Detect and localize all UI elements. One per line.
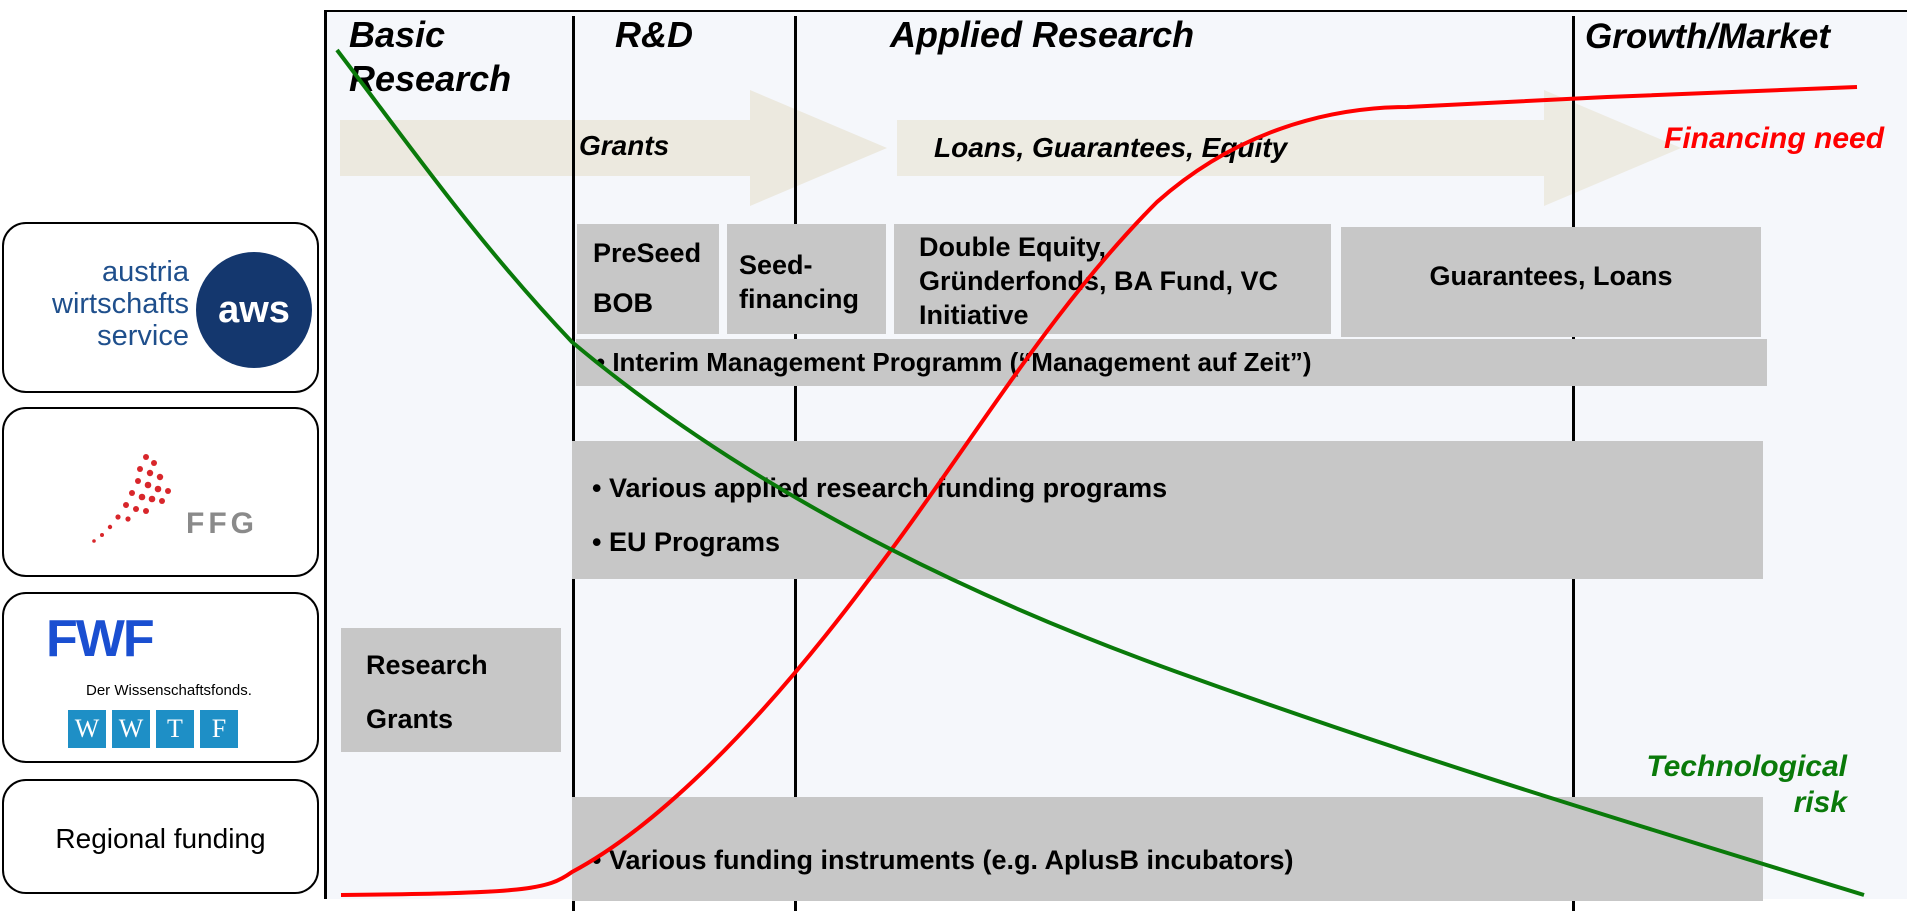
- funding-instruments-box: • Various funding instruments (e.g. Aplu…: [572, 797, 1763, 901]
- seed-financing-box: Seed- financing: [727, 224, 886, 334]
- technological-risk-label: Technological risk: [1627, 749, 1847, 821]
- double-equity-line1: Double Equity,: [919, 232, 1106, 262]
- risk-label-line2: risk: [1793, 786, 1847, 819]
- preseed-line1: PreSeed: [593, 238, 702, 268]
- research-grants-line1: Research: [366, 650, 488, 680]
- phase-growth-market: Growth/Market: [1585, 17, 1831, 56]
- applied-programs-line1: • Various applied research funding progr…: [592, 473, 1168, 503]
- applied-programs-box: • Various applied research funding progr…: [572, 441, 1763, 579]
- regional-funding-label: Regional funding: [55, 823, 266, 854]
- preseed-box: PreSeed BOB: [577, 224, 719, 334]
- fwf-subtitle: Der Wissenschaftsfonds.: [86, 682, 252, 699]
- phase-basic-line1: Basic: [349, 14, 446, 55]
- stage-arrows: [340, 90, 1681, 206]
- phase-applied-research: Applied Research: [890, 14, 1195, 55]
- phase-rd: R&D: [615, 14, 693, 55]
- aws-wordmark: austria wirtschafts service: [52, 256, 189, 352]
- loans-arrow: [897, 90, 1681, 206]
- financing-need-curve: [340, 85, 1858, 897]
- seed-line2: financing: [739, 284, 859, 314]
- aws-word-1: austria: [101, 256, 189, 288]
- grants-arrow-label: Grants: [579, 130, 670, 161]
- preseed-line2: BOB: [593, 288, 653, 318]
- wwtf-letter-3: T: [156, 710, 194, 748]
- double-equity-line2: Gründerfonds, BA Fund, VC: [919, 266, 1278, 296]
- wwtf-letter-2: W: [112, 710, 150, 748]
- aws-word-3: service: [97, 320, 189, 352]
- applied-programs-line2: • EU Programs: [592, 527, 781, 557]
- fwf-wwtf-org-card: FWF Der Wissenschaftsfonds. W W T F: [2, 592, 319, 763]
- funding-instruments-text: • Various funding instruments (e.g. Aplu…: [592, 845, 1294, 875]
- diagram-area: Basic Research R&D Applied Research Grow…: [324, 10, 1907, 911]
- aws-badge-text: aws: [218, 289, 290, 331]
- financing-need-label: Financing need: [1664, 122, 1885, 155]
- regional-org-card: Regional funding: [2, 779, 319, 894]
- guarantees-loans-text: Guarantees, Loans: [1429, 261, 1673, 291]
- aws-logo-badge: aws: [196, 252, 312, 368]
- ffg-logo-icon: [92, 454, 171, 543]
- ffg-wordmark: FFG: [186, 507, 258, 540]
- wwtf-letter-4: F: [200, 710, 238, 748]
- interim-management-text: • Interim Management Programm (“Manageme…: [596, 347, 1312, 377]
- wwtf-logo: W W T F: [68, 710, 238, 748]
- risk-label-line1: Technological: [1646, 750, 1847, 783]
- ffg-org-card: FFG: [2, 407, 319, 577]
- grants-arrow: [340, 90, 887, 206]
- research-grants-box: Research Grants: [341, 628, 561, 752]
- wwtf-letter-1: W: [68, 710, 106, 748]
- curves-overlay: [335, 48, 1865, 897]
- fwf-logo: FWF: [46, 610, 155, 668]
- fwf-logo-text: FWF: [46, 610, 155, 668]
- guarantees-loans-box: Guarantees, Loans: [1341, 227, 1761, 337]
- interim-management-box: • Interim Management Programm (“Manageme…: [576, 339, 1767, 386]
- aws-org-card: austria wirtschafts service aws: [2, 222, 319, 393]
- research-grants-line2: Grants: [366, 704, 454, 734]
- loans-arrow-label: Loans, Guarantees, Equity: [934, 132, 1288, 163]
- phase-basic-line2: Research: [349, 58, 512, 99]
- double-equity-line3: Initiative: [919, 300, 1029, 330]
- double-equity-box: Double Equity, Gründerfonds, BA Fund, VC…: [894, 224, 1331, 334]
- phase-basic-research: Basic Research: [349, 13, 511, 101]
- seed-line1: Seed-: [739, 250, 813, 280]
- aws-word-2: wirtschafts: [52, 288, 189, 320]
- technological-risk-curve: [335, 48, 1865, 897]
